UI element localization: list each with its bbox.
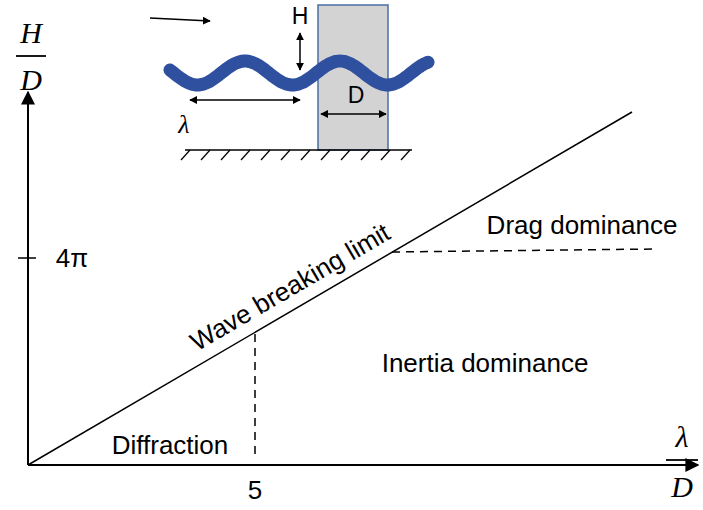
hatch-stroke xyxy=(301,150,310,160)
hatch-stroke xyxy=(221,150,230,160)
diffraction-boundary xyxy=(254,334,256,458)
axis-label: D xyxy=(671,472,693,502)
tick-label: 5 xyxy=(248,477,262,503)
fraction-bar xyxy=(16,55,46,57)
hatch-stroke xyxy=(381,150,390,160)
hatch-stroke xyxy=(401,150,410,160)
dimension-label: H xyxy=(292,5,309,28)
x-axis xyxy=(28,464,698,466)
wave xyxy=(170,61,428,85)
tick-label: 4π xyxy=(56,245,88,271)
wave-direction-arrow xyxy=(150,18,210,21)
hatch-stroke xyxy=(241,150,250,160)
region-label: Inertia dominance xyxy=(382,350,589,376)
region-label: Diffraction xyxy=(112,432,229,458)
axis-label: H xyxy=(20,18,42,48)
seabed-hatching xyxy=(181,150,410,160)
hatch-stroke xyxy=(201,150,210,160)
hatch-stroke xyxy=(261,150,270,160)
y-tick xyxy=(18,257,36,259)
line-label: Wave breaking limit xyxy=(186,219,394,355)
axis-label: D xyxy=(20,65,42,95)
breaking-limit-line xyxy=(28,112,632,465)
height-dimension xyxy=(299,33,301,70)
drag-boundary xyxy=(392,249,655,252)
diameter-dimension xyxy=(321,113,386,115)
dimension-label: λ xyxy=(178,112,189,138)
hatch-stroke xyxy=(181,150,190,160)
fraction-bar xyxy=(666,459,698,461)
seabed xyxy=(185,149,412,151)
hatch-stroke xyxy=(361,150,370,160)
dimension-label: D xyxy=(348,84,365,107)
hatch-stroke xyxy=(281,150,290,160)
wavelength-dimension xyxy=(190,99,300,101)
hatch-stroke xyxy=(341,150,350,160)
axis-label: λ xyxy=(676,422,689,452)
hatch-stroke xyxy=(321,150,330,160)
y-axis xyxy=(27,92,29,465)
region-label: Drag dominance xyxy=(487,212,678,238)
